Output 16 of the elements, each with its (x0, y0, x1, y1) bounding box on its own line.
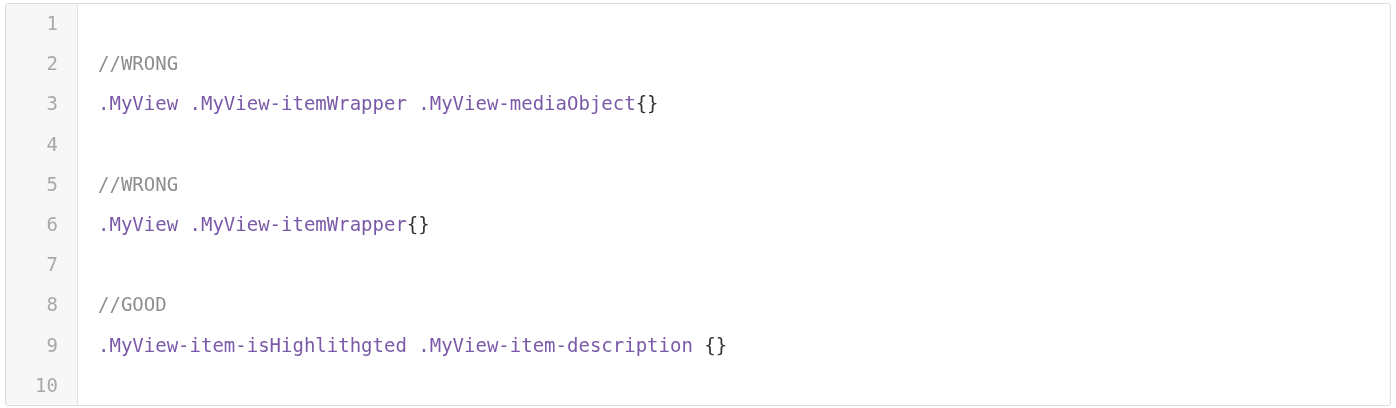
code-line: .MyView-item-isHighlithgted .MyView-item-description {} (98, 332, 728, 357)
line-number: 2 (45, 51, 58, 76)
line-number: 6 (45, 212, 58, 236)
code-line: .MyView .MyView-itemWrapper{} (98, 212, 430, 236)
line-number: 9 (45, 332, 58, 357)
line-number: 10 (34, 372, 58, 397)
line-number: 4 (45, 131, 58, 156)
line-number: 8 (45, 292, 58, 317)
line-number: 1 (45, 11, 58, 35)
code-line: .MyView .MyView-itemWrapper .MyView-mediaObject{} (98, 91, 659, 116)
code-comment: //GOOD (98, 292, 167, 317)
code-comment: //WRONG (98, 51, 179, 76)
code-comment: //WRONG (98, 171, 179, 196)
line-number: 7 (45, 252, 58, 277)
line-number: 3 (45, 91, 58, 116)
line-number: 5 (45, 171, 58, 196)
